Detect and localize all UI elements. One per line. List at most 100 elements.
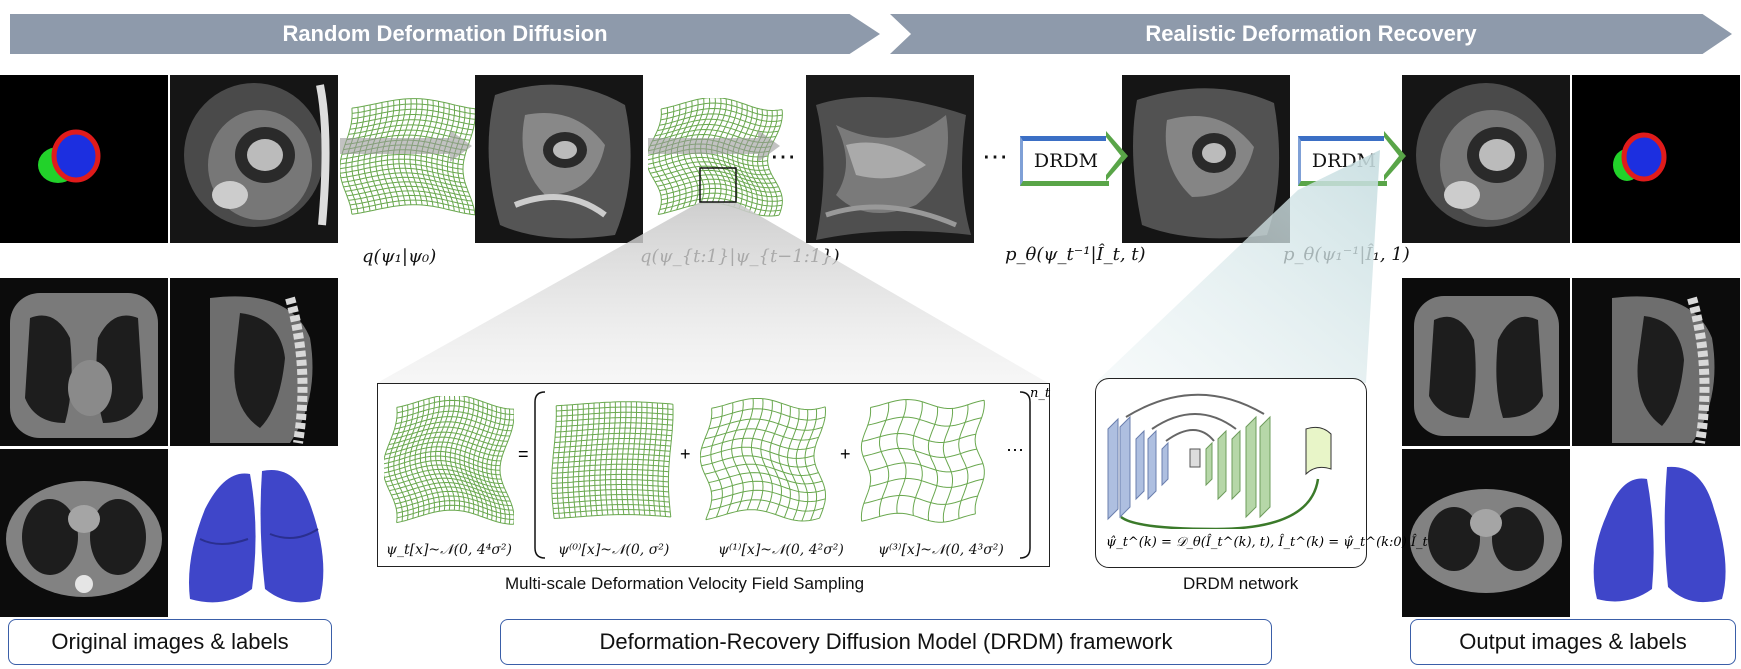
grid-c-line (395, 410, 513, 426)
grid-c-line (384, 446, 502, 462)
grid-d-line (553, 503, 670, 509)
right-bracket (1019, 391, 1031, 559)
drdm-block-2-tip (1384, 131, 1406, 181)
grid-f-line (870, 398, 985, 409)
grid-d-line (551, 468, 669, 474)
grid-d-line (551, 484, 669, 489)
grid-c-line (389, 477, 507, 493)
grid-e-line (813, 406, 827, 519)
grid-f-line (860, 407, 872, 522)
grid-f-line (869, 477, 984, 488)
grid-c-line (495, 408, 511, 525)
grid-b-line (646, 108, 662, 215)
segmentation-label-output (1572, 75, 1740, 243)
grid-d-line (652, 402, 658, 516)
grid-c-line (394, 490, 513, 507)
sampling-panel: = + + ⋯ n_t ψ_t[x]~𝒩(0, 4⁴σ²) ψ⁽⁰⁾[x]~𝒩(… (377, 383, 1050, 567)
grid-a-line (340, 163, 464, 175)
grid-a-line (352, 103, 476, 115)
grid-psi-3 (860, 398, 985, 523)
grid-e-line (701, 437, 816, 451)
trailing-ellipsis: ⋯ (1006, 440, 1024, 460)
plus-sign-1: + (680, 444, 691, 464)
grid-f-line (942, 408, 954, 523)
ct-coronal-original (0, 278, 168, 446)
grid-c-line (385, 468, 503, 484)
plus-sign-2: + (840, 444, 851, 464)
grid-c-line (396, 495, 514, 511)
grid-d-line (578, 403, 584, 517)
term-psi-t: ψ_t[x]~𝒩(0, 4⁴σ²) (386, 542, 512, 558)
grid-b-line (650, 161, 772, 176)
grid-d-line (562, 405, 568, 518)
grid-d-line (551, 489, 669, 494)
grid-d-line (626, 401, 632, 515)
drdm-block-1: DRDM (1020, 136, 1109, 186)
grid-psi-1 (700, 398, 827, 522)
lung-mesh-original (170, 449, 338, 617)
banner-realistic-deformation-recovery: Realistic Deformation Recovery (890, 14, 1732, 54)
grid-c-line (481, 406, 498, 522)
grid-d-line (551, 479, 669, 484)
grid-c-line (385, 441, 503, 457)
grid-c-line (387, 473, 505, 489)
grid-e-line (704, 463, 819, 477)
drdm-block-1-tip (1106, 131, 1128, 181)
grid-c-line (396, 405, 514, 421)
grid-d-line (647, 402, 653, 516)
grid-d-line (552, 498, 670, 504)
grid-a-line (343, 176, 467, 188)
grid-f-line (974, 400, 985, 514)
grid-d-line (554, 438, 672, 443)
grid-a-line (348, 124, 472, 136)
grid-d-line (553, 448, 671, 454)
grid-c-line (388, 431, 506, 447)
grid-e-line (711, 480, 826, 493)
grid-a-line (346, 185, 471, 197)
grid-d-line (555, 422, 673, 428)
grid-a-line (351, 108, 476, 120)
grid-a-line (341, 172, 466, 184)
grid-c-line (384, 407, 398, 523)
grid-d-line (555, 432, 672, 438)
lung-mesh-output (1572, 449, 1740, 617)
grid-b-line (657, 118, 779, 133)
grid-b-line (659, 113, 781, 128)
caption-framework: Deformation-Recovery Diffusion Model (DR… (500, 619, 1272, 665)
grid-c-line (393, 486, 511, 502)
grid-e-line (769, 403, 783, 515)
grid-d-line (552, 463, 669, 469)
grid-d-line (554, 513, 671, 519)
grid-f-line (867, 416, 982, 427)
grid-a-line (339, 158, 464, 170)
grid-c-line (390, 426, 508, 442)
grid-f-line (869, 462, 984, 473)
ellipsis-2: ⋯ (982, 142, 1008, 172)
grid-b-line (660, 107, 782, 122)
cardiac-mri-original (170, 75, 338, 243)
drdm-block-2: DRDM (1298, 136, 1387, 186)
grid-f-line (878, 402, 890, 517)
grid-e-line (701, 455, 816, 468)
grid-b-line (648, 156, 770, 171)
grid-a-line (351, 98, 476, 110)
grid-d-line (552, 493, 669, 499)
grid-f-line (861, 432, 976, 443)
network-caption: DRDM network (1183, 574, 1299, 593)
grid-d-line (583, 403, 590, 517)
ct-coronal-output (1402, 278, 1570, 446)
grid-f-line (861, 512, 976, 523)
grid-d-line (636, 401, 643, 515)
grid-d-line (551, 405, 557, 519)
banner-random-deformation-diffusion: Random Deformation Diffusion (10, 14, 880, 54)
grid-e-line (704, 428, 819, 441)
grid-e-line (708, 418, 823, 431)
ct-sagittal-original (170, 278, 338, 446)
grid-a-line (345, 181, 469, 193)
caption-original: Original images & labels (8, 619, 332, 665)
grid-e-line (709, 499, 824, 512)
grid-c-line (396, 509, 514, 525)
cardiac-mri-output (1402, 75, 1570, 243)
grid-c-line (384, 450, 501, 467)
ellipsis-1: ⋯ (770, 142, 796, 172)
